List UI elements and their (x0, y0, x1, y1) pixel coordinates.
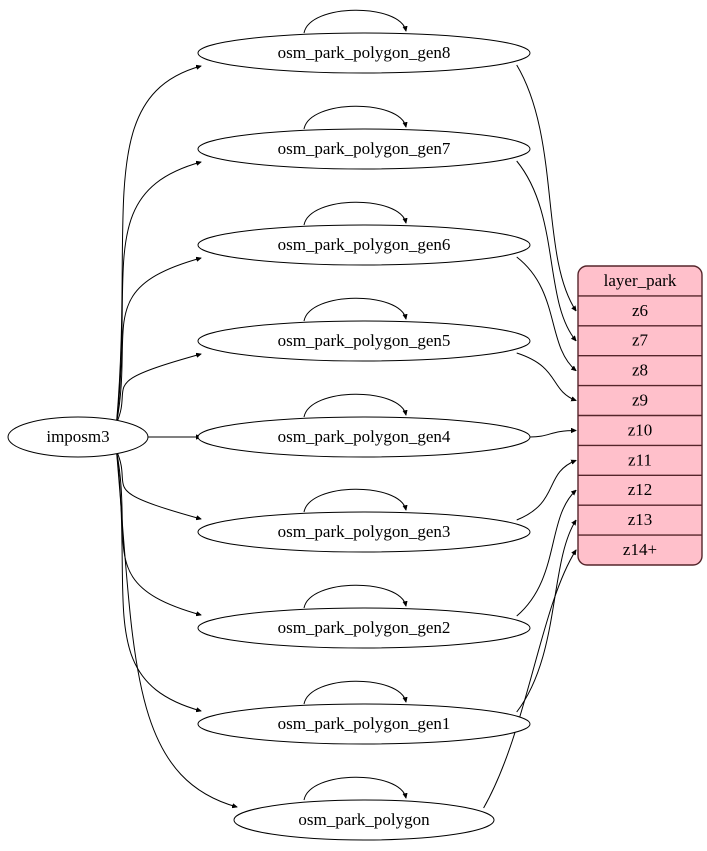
edge-osm-park-polygon-gen7-to-z7 (516, 160, 576, 341)
layer-park-title: layer_park (604, 271, 677, 290)
edges-self-loops (303, 9, 406, 801)
node-osm-park-polygon-gen8[interactable] (197, 32, 531, 74)
layer-park-row-z9[interactable]: z9 (632, 390, 648, 409)
edge-osm-park-polygon-gen5-to-z9 (516, 352, 576, 401)
edge-imposm3-to-osm-park-polygon (116, 450, 238, 807)
node-label-osm-park-polygon-gen4: osm_park_polygon_gen4 (278, 427, 451, 446)
self-loop-osm-park-polygon (303, 776, 406, 801)
self-loop-osm-park-polygon-gen8 (303, 9, 406, 34)
layer-record-group: layer_park z6 z7 z8 z9 z10 z11 z12 z13 z14+ (577, 265, 703, 566)
node-label-osm-park-polygon-gen7: osm_park_polygon_gen7 (278, 139, 451, 158)
node-imposm3-label: imposm3 (46, 427, 109, 446)
table-nodes: osm_park_polygon_gen8 osm_park_polygon_ge… (197, 32, 531, 841)
edge-osm-park-polygon-gen1-to-z13 (516, 520, 576, 713)
edge-imposm3-to-osm-park-polygon-gen1 (116, 450, 202, 711)
self-loop-osm-park-polygon-gen7 (303, 105, 406, 130)
layer-park-row-z13[interactable]: z13 (628, 510, 653, 529)
node-osm-park-polygon-gen5[interactable] (197, 320, 531, 362)
node-osm-park-polygon-gen7[interactable] (197, 128, 531, 170)
node-osm-park-polygon-gen3[interactable] (197, 511, 531, 553)
edges-tables-to-layer (483, 64, 576, 809)
edge-osm-park-polygon-gen8-to-z6 (516, 64, 576, 311)
node-osm-park-polygon-gen6[interactable] (197, 224, 531, 266)
edge-imposm3-to-osm-park-polygon-gen5 (116, 354, 202, 424)
node-label-osm-park-polygon-gen3: osm_park_polygon_gen3 (278, 522, 451, 541)
layer-park-row-z11[interactable]: z11 (628, 450, 652, 469)
layer-park-row-z6[interactable]: z6 (632, 301, 648, 320)
node-label-osm-park-polygon-gen2: osm_park_polygon_gen2 (278, 618, 451, 637)
layer-park-row-z8[interactable]: z8 (632, 361, 648, 380)
self-loop-osm-park-polygon-gen5 (303, 297, 406, 322)
node-osm-park-polygon-gen2[interactable] (197, 607, 531, 649)
edge-imposm3-to-osm-park-polygon-gen7 (116, 162, 202, 424)
edge-imposm3-to-osm-park-polygon-gen6 (116, 258, 202, 424)
edge-imposm3-to-osm-park-polygon-gen8 (116, 66, 202, 424)
node-label-osm-park-polygon: osm_park_polygon (298, 810, 430, 829)
layer-park-row-z7[interactable]: z7 (632, 331, 649, 350)
layer-park-row-z12[interactable]: z12 (628, 480, 653, 499)
edge-imposm3-to-osm-park-polygon-gen2 (116, 450, 202, 615)
node-label-osm-park-polygon-gen6: osm_park_polygon_gen6 (278, 235, 451, 254)
edge-osm-park-polygon-gen2-to-z12 (516, 490, 576, 617)
layer-park-row-z14plus[interactable]: z14+ (623, 540, 657, 559)
self-loop-osm-park-polygon-gen2 (303, 584, 406, 609)
edge-osm-park-polygon-to-z14plus (483, 550, 576, 809)
self-loop-osm-park-polygon-gen4 (303, 393, 406, 418)
edge-imposm3-to-osm-park-polygon-gen3 (116, 450, 202, 519)
node-osm-park-polygon-gen4[interactable] (197, 416, 531, 458)
node-osm-park-polygon-gen1[interactable] (197, 703, 531, 745)
node-label-osm-park-polygon-gen8: osm_park_polygon_gen8 (278, 43, 451, 62)
self-loop-osm-park-polygon-gen3 (303, 488, 406, 513)
source-node-group: imposm3 (7, 416, 149, 458)
self-loop-osm-park-polygon-gen6 (303, 201, 406, 226)
node-osm-park-polygon[interactable] (233, 799, 495, 841)
layer-park-row-z10[interactable]: z10 (628, 420, 653, 439)
edge-osm-park-polygon-gen4-to-z10 (529, 430, 576, 438)
node-label-osm-park-polygon-gen1: osm_park_polygon_gen1 (278, 714, 451, 733)
edges-imposm3-to-tables (116, 66, 238, 807)
self-loop-osm-park-polygon-gen1 (303, 680, 406, 705)
edge-osm-park-polygon-gen3-to-z11 (516, 460, 576, 521)
edge-osm-park-polygon-gen6-to-z8 (516, 256, 576, 371)
node-imposm3[interactable] (7, 416, 149, 458)
node-label-osm-park-polygon-gen5: osm_park_polygon_gen5 (278, 331, 451, 350)
